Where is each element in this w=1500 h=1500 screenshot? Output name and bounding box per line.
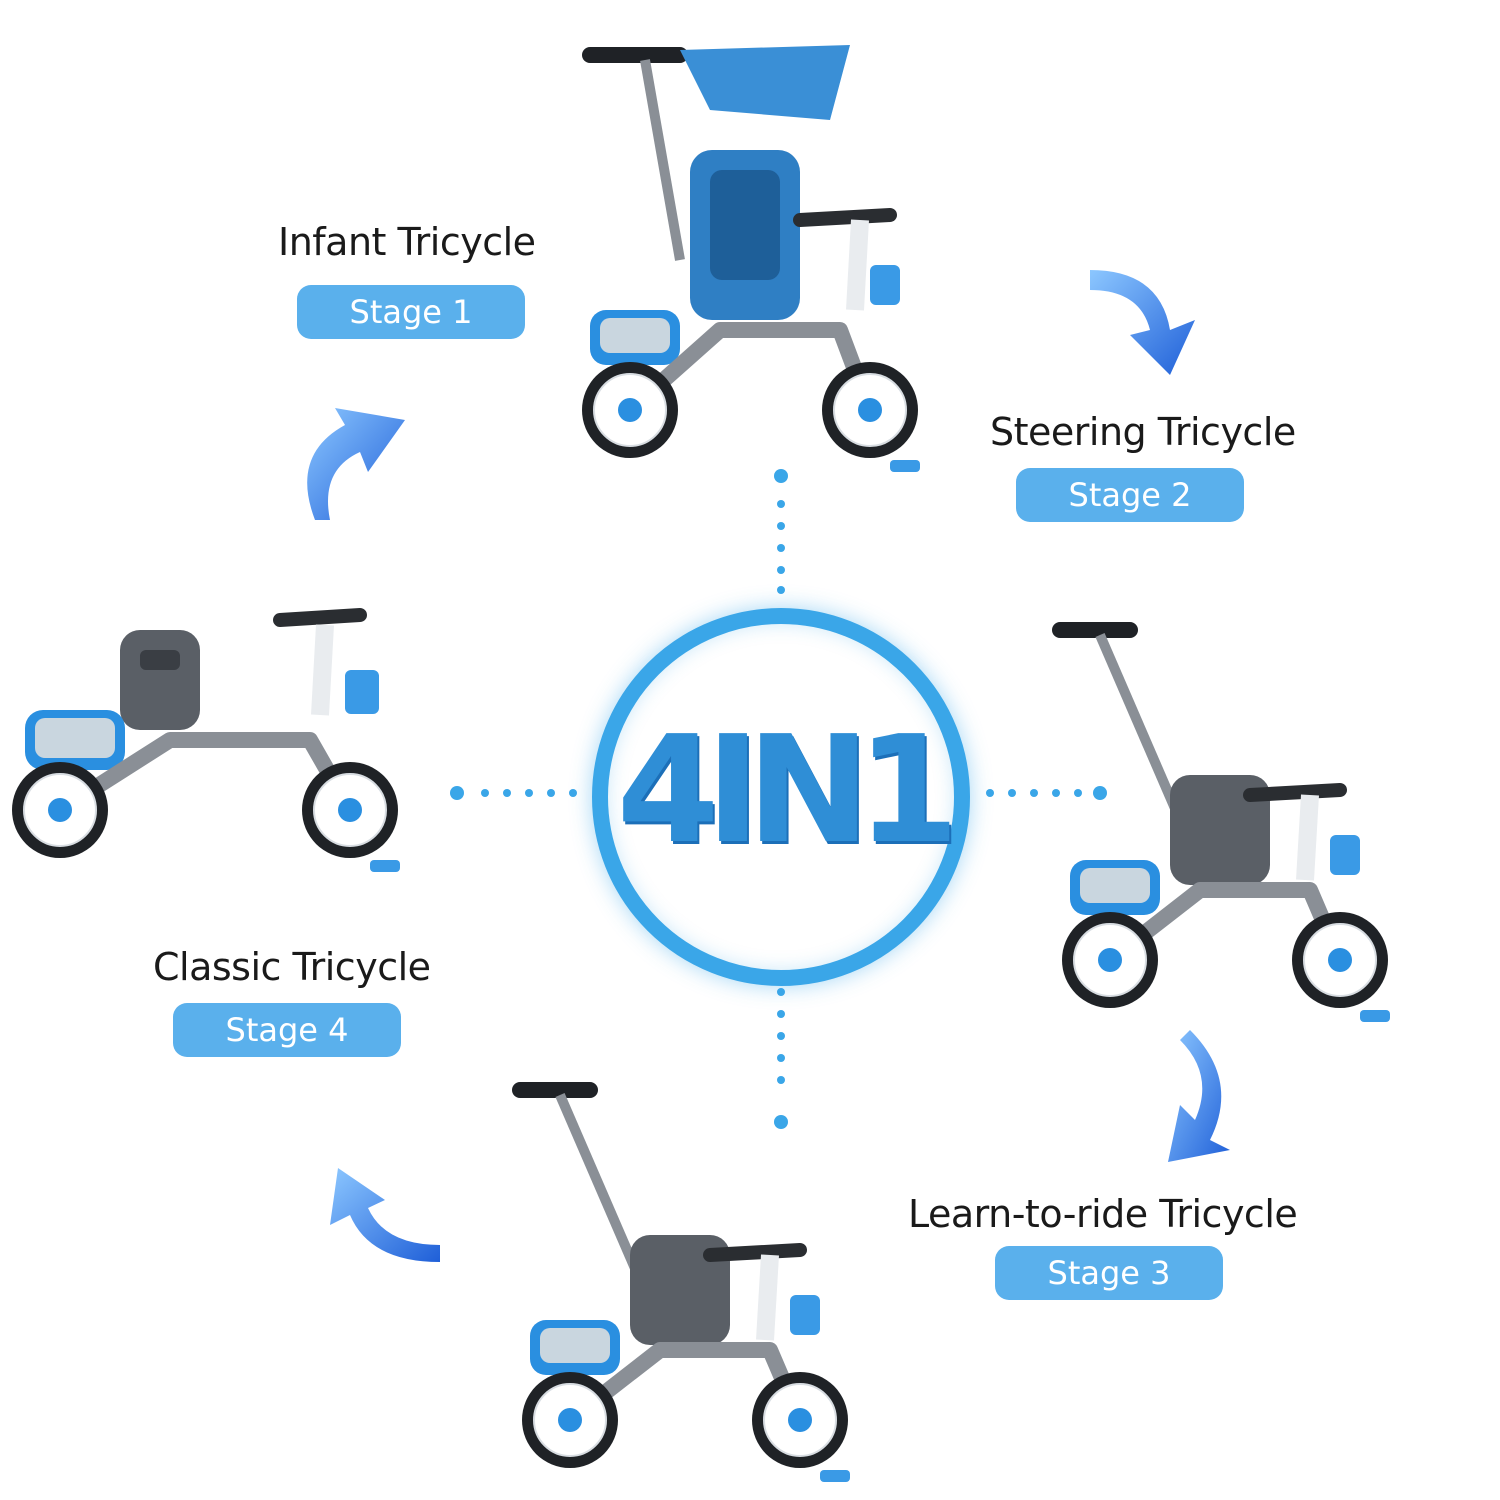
stage1-badge: Stage 1 xyxy=(297,285,525,339)
arrow-stage1-to-stage2 xyxy=(1090,270,1195,375)
stage2-badge: Stage 2 xyxy=(1016,468,1244,522)
guide-line-top xyxy=(774,469,788,594)
stage4-badge: Stage 4 xyxy=(173,1003,401,1057)
stage3-badge: Stage 3 xyxy=(995,1246,1223,1300)
guide-line-right xyxy=(986,786,1107,800)
stage3-title: Learn-to-ride Tricycle xyxy=(908,1192,1298,1236)
tricycle-stage2-image xyxy=(1060,630,1390,1022)
guide-line-left xyxy=(450,786,577,800)
arrow-stage3-to-stage4 xyxy=(330,1168,440,1262)
guide-line-bottom xyxy=(774,988,788,1129)
tricycle-stage1-image xyxy=(582,45,920,472)
arrow-stage4-to-stage1 xyxy=(307,408,405,520)
tricycle-stage3-image xyxy=(520,1090,850,1482)
tricycle-stage4-image xyxy=(12,615,400,872)
stage1-title: Infant Tricycle xyxy=(278,220,536,264)
stage2-title: Steering Tricycle xyxy=(990,410,1296,454)
arrow-stage2-to-stage3 xyxy=(1168,1030,1230,1162)
stage4-title: Classic Tricycle xyxy=(153,945,431,989)
center-label: 4IN1 xyxy=(616,704,960,876)
